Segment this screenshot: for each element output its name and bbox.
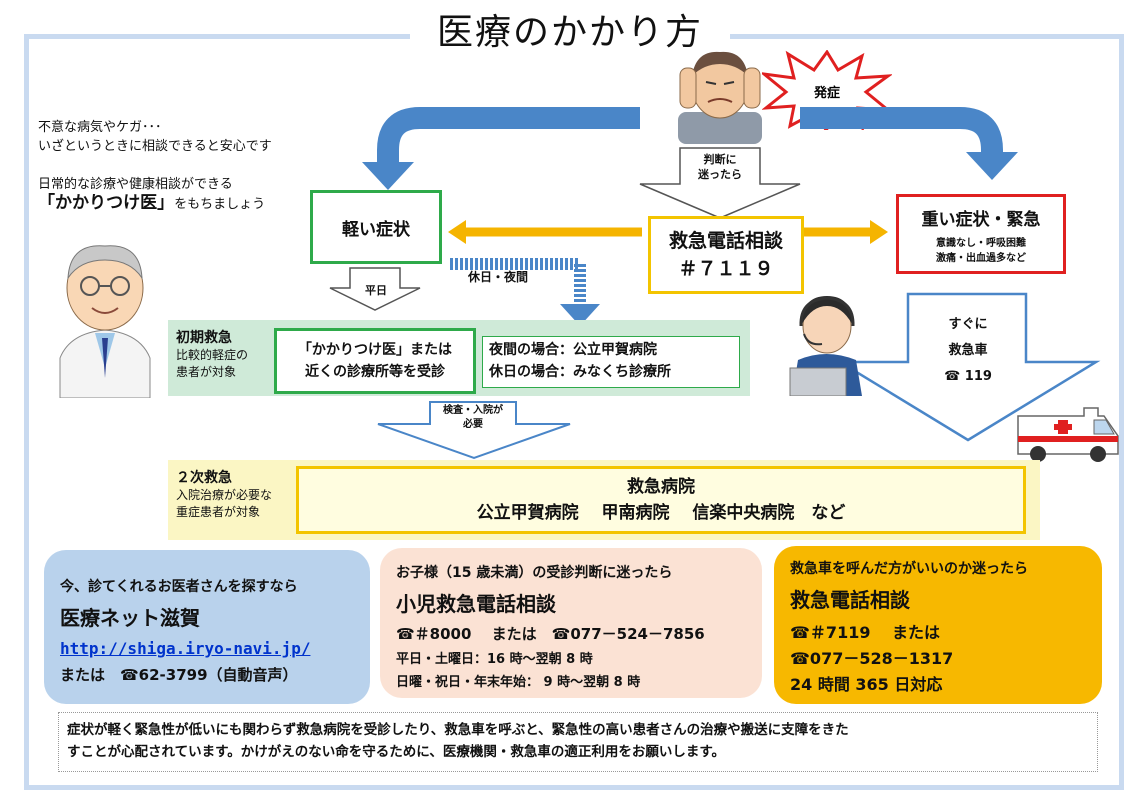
consult-phone: ☎077－528－1317 — [790, 649, 954, 668]
clinic-line-2: 近くの診療所等を受診 — [305, 364, 445, 380]
pediatric-title: 小児救急電話相談 — [396, 592, 556, 616]
immediate-line-2: 救急車 — [948, 343, 988, 358]
iryo-net-panel: 今、診てくれるお医者さんを探すなら 医療ネット滋賀 http://shiga.i… — [44, 550, 370, 704]
intro-line-4: をもちましょう — [174, 197, 266, 212]
holiday-night-label: 休日・夜間 — [468, 270, 529, 284]
center-box-title: 救急電話相談 — [668, 230, 783, 252]
kakaritsuke-emphasis: 「かかりつけ医」 — [38, 193, 175, 213]
pediatric-intro: お子様（15 歳未満）の受診判断に迷ったら — [396, 565, 673, 581]
page-title: 医療のかかり方 — [410, 6, 730, 60]
exam-arrow — [377, 401, 571, 460]
iryo-net-intro: 今、診てくれるお医者さんを探すなら — [60, 579, 298, 595]
pediatric-phone: ☎＃8000 または ☎077－524－7856 — [396, 625, 705, 643]
intro-line-3: 日常的な診療や健康相談ができる — [38, 177, 233, 192]
operator-icon — [789, 296, 862, 396]
consult-intro: 救急車を呼んだ方がいいのか迷ったら — [790, 561, 1028, 577]
notice-line-2: すことが心配されています。かけがえのない命を守るために、医療機関・救急車の適正利… — [67, 744, 725, 760]
holiday-arrow — [450, 258, 586, 306]
exam-label: 検査・入院が 必要 — [443, 405, 503, 430]
usage-notice: 症状が軽く緊急性が低いにも関わらず救急病院を受診したり、救急車を呼ぶと、緊急性の… — [58, 712, 1098, 772]
intro-line-1: 不意な病気やケガ･･･ — [38, 120, 162, 135]
consult-7119: ☎＃7119 または — [790, 623, 941, 642]
ambulance-arrow — [835, 292, 1101, 442]
immediate-119: ☎ 119 — [944, 369, 992, 384]
doctor-icon — [59, 245, 151, 398]
worried-man-icon — [678, 51, 762, 144]
iryo-net-link[interactable]: http://shiga.iryo-navi.jp/ — [60, 639, 311, 658]
pediatric-panel: お子様（15 歳未満）の受診判断に迷ったら 小児救急電話相談 ☎＃8000 また… — [380, 548, 762, 698]
emergency-hospital-list: 公立甲賀病院 甲南病院 信楽中央病院 など — [476, 503, 846, 523]
clinic-box: 「かかりつけ医」または 近くの診療所等を受診 — [274, 328, 476, 394]
ambulance-icon — [1017, 407, 1119, 462]
severe-sub-2: 激痛・出血過多など — [936, 252, 1026, 264]
clinic-line-1: 「かかりつけ医」または — [297, 342, 453, 358]
judge-label: 判断に 迷ったら — [698, 153, 742, 181]
intro-text: 不意な病気やケガ･･･ いざというときに相談できると安心です 日常的な診療や健康… — [38, 118, 272, 214]
night-hospital-line: 夜間の場合：公立甲賀病院 — [489, 342, 657, 358]
notice-line-1: 症状が軽く緊急性が低いにも関わらず救急病院を受診したり、救急車を呼ぶと、緊急性の… — [67, 722, 849, 738]
blue-arrow-left — [377, 107, 640, 166]
immediate-line-1: すぐに — [948, 317, 988, 332]
night-holiday-box: 夜間の場合：公立甲賀病院 休日の場合：みなくち診療所 — [482, 336, 740, 388]
iryo-net-title: 医療ネット滋賀 — [60, 606, 200, 630]
primary-head: 初期救急 — [176, 330, 232, 346]
primary-sub-2: 患者が対象 — [176, 365, 237, 379]
emergency-hospital-title: 救急病院 — [627, 477, 695, 497]
secondary-sub-1: 入院治療が必要な — [176, 488, 273, 502]
holiday-clinic-line: 休日の場合：みなくち診療所 — [489, 364, 671, 380]
emergency-consult-panel: 救急車を呼んだ方がいいのか迷ったら 救急電話相談 ☎＃7119 または ☎077… — [774, 546, 1102, 704]
severe-label: 重い症状・緊急 — [921, 209, 1041, 230]
primary-sub-1: 比較的軽症の — [176, 348, 249, 362]
severe-sub-1: 意識なし・呼吸困難 — [936, 237, 1026, 249]
blue-arrow-right — [800, 107, 1003, 156]
weekday-arrow — [329, 267, 421, 311]
mild-label: 軽い症状 — [342, 219, 410, 240]
primary-emergency-label: 初期救急 比較的軽症の 患者が対象 — [176, 330, 248, 381]
pediatric-hours-holiday: 日曜・祝日・年末年始： 9 時～翌朝 8 時 — [396, 675, 641, 690]
severe-symptom-box: 重い症状・緊急 意識なし・呼吸困難 激痛・出血過多など — [896, 194, 1066, 274]
secondary-sub-2: 重症患者が対象 — [176, 505, 261, 519]
center-box-number: ＃７１１９ — [678, 258, 774, 280]
consult-title: 救急電話相談 — [790, 588, 910, 612]
secondary-head: ２次救急 — [176, 470, 232, 486]
iryo-net-phone: または ☎62-3799（自動音声） — [60, 666, 298, 684]
hassho-label: 発症 — [813, 85, 840, 101]
pediatric-hours-weekday: 平日・土曜日：16 時～翌朝 8 時 — [396, 652, 593, 667]
consult-hours: 24 時間 365 日対応 — [790, 675, 943, 694]
mild-symptom-box: 軽い症状 — [310, 190, 442, 264]
intro-line-2: いざというときに相談できると安心です — [38, 139, 272, 154]
center-7119-box: 救急電話相談 ＃７１１９ — [648, 216, 804, 294]
judge-arrow — [639, 147, 801, 219]
immediate-ambulance-text: すぐに 救急車 ☎ 119 — [928, 312, 1008, 390]
weekday-label: 平日 — [365, 284, 387, 297]
secondary-emergency-label: ２次救急 入院治療が必要な 重症患者が対象 — [176, 470, 272, 521]
emergency-hospital-box: 救急病院 公立甲賀病院 甲南病院 信楽中央病院 など — [296, 466, 1026, 534]
